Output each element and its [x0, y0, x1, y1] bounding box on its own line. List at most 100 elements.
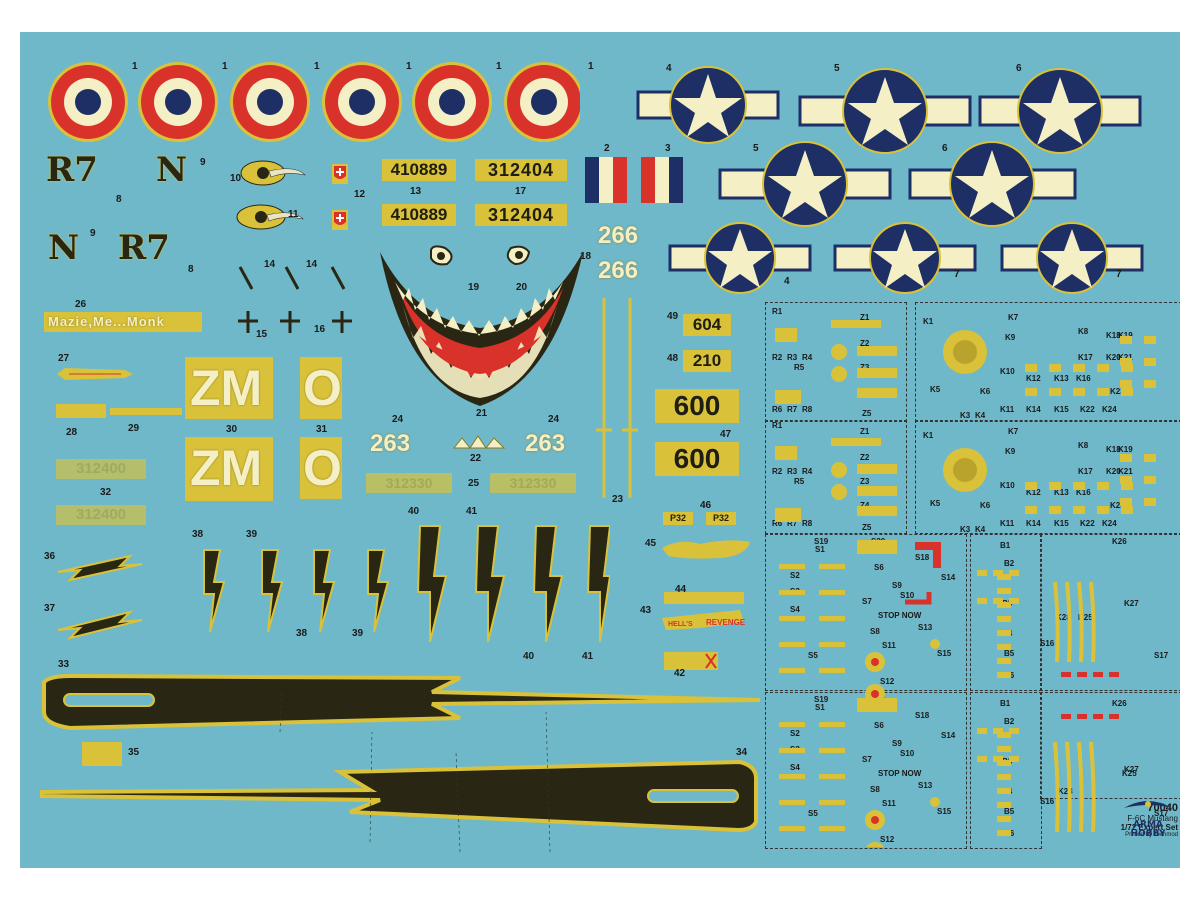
stencil-label: K17	[1078, 353, 1093, 362]
label-9: 9	[90, 228, 96, 239]
label-19: 19	[468, 282, 480, 293]
label-33: 33	[58, 659, 70, 670]
kit-set: 1/72 Expert Set	[1120, 823, 1178, 832]
stencil-label: S7	[862, 755, 872, 764]
stencil-label: S15	[937, 807, 952, 816]
hells-text: HELL'S	[668, 621, 693, 628]
stencil-label: S6	[874, 721, 884, 730]
label-46: 46	[700, 500, 712, 511]
stencil-label: Z2	[860, 339, 870, 348]
star-label: 5	[834, 63, 840, 74]
stencil-label: K28	[1058, 787, 1073, 796]
stencil-label: S18	[915, 553, 930, 562]
stencil-label: S4	[790, 605, 800, 614]
stencil-panel-k-b	[915, 420, 1180, 534]
stencil-label: S1	[815, 545, 825, 554]
stencil-label: R5	[794, 477, 805, 486]
stencil-label: K9	[1005, 333, 1016, 342]
stencil-label: K19	[1118, 331, 1133, 340]
logo-arma: ARMA	[1133, 820, 1163, 830]
stencil-label: K16	[1076, 488, 1091, 497]
label-13: 13	[410, 186, 422, 197]
stencil-label: K4	[975, 411, 986, 420]
stencil-label: S2	[790, 571, 800, 580]
label-39: 39	[352, 628, 364, 639]
zm-code-top-bg	[185, 357, 273, 419]
roundel-label: 1	[222, 61, 228, 72]
stencil-label: R2	[772, 353, 783, 362]
code-r7-bottom: R7	[118, 228, 170, 268]
stencil-label: S16	[1040, 797, 1055, 806]
stencil-label: Z3	[860, 477, 870, 486]
swiss-shields	[332, 164, 348, 230]
label-24: 24	[548, 414, 560, 425]
label-43: 43	[640, 605, 652, 616]
label-37: 37	[44, 603, 56, 614]
label-12: 12	[354, 189, 366, 200]
kit-printer: Printed by Techmod	[1125, 832, 1178, 838]
label-23: 23	[612, 494, 624, 505]
label-25: 25	[468, 478, 480, 489]
stencil-panel-rz-b	[765, 420, 907, 534]
label-20: 20	[516, 282, 528, 293]
us-stars-and-bars-group	[636, 66, 1144, 294]
stencil-label: K3	[960, 411, 971, 420]
number-600-b: 600	[655, 442, 739, 476]
stencil-label: R3	[787, 467, 798, 476]
stencil-label: B2	[1004, 717, 1015, 726]
stencil-label: Z2	[860, 453, 870, 462]
stencil-label: S15	[937, 649, 952, 658]
code-n-bottom: N	[48, 228, 80, 268]
label-30: 30	[226, 424, 238, 435]
star-label: 7	[1116, 269, 1122, 280]
nose-number-266-a: 266	[598, 222, 639, 249]
stencil-label: K21	[1118, 353, 1133, 362]
serial-312404-a: 312404	[475, 159, 567, 181]
tail-number-263-a: 263	[370, 430, 411, 457]
stencil-label: K24	[1102, 405, 1117, 414]
label-35: 35	[128, 747, 140, 758]
label-8: 8	[188, 264, 194, 275]
label-38: 38	[192, 529, 204, 540]
label-22: 22	[470, 453, 482, 464]
stencil-label: R1	[772, 421, 783, 430]
stencil-label: K13	[1054, 488, 1069, 497]
stencil-label: S19	[814, 537, 829, 546]
stencil-panel-k-a	[915, 302, 1180, 422]
french-roundels	[48, 62, 580, 142]
stencil-label: K28	[1056, 613, 1071, 622]
stencil-label: K21	[1118, 467, 1133, 476]
stencil-panel-rz-a	[765, 302, 907, 422]
star-insignia-5a	[798, 68, 972, 154]
item-29-stencil	[110, 408, 182, 415]
stencil-label: K26	[1112, 537, 1127, 546]
stencil-label: K18	[1106, 331, 1121, 340]
squadron-emblems	[236, 160, 306, 230]
arma-hobby-logo: ARMA HOBBY	[1120, 794, 1176, 856]
stencil-label: S8	[870, 785, 880, 794]
label-41: 41	[582, 651, 594, 662]
label-11: 11	[288, 209, 299, 220]
item-23-antenna-lines	[596, 298, 638, 498]
stencil-label: S10	[900, 591, 915, 600]
label-39: 39	[246, 529, 258, 540]
label-24: 24	[392, 414, 404, 425]
stencil-label: K14	[1026, 519, 1041, 528]
star-label: 6	[1016, 63, 1022, 74]
stencil-label: B2	[1004, 559, 1015, 568]
stencil-label: K10	[1000, 481, 1015, 490]
french-roundel	[412, 62, 492, 142]
stencil-label: S17	[1154, 809, 1169, 818]
stencil-label: R4	[802, 353, 813, 362]
mazie-nose-art-bg	[44, 312, 202, 332]
o-code-top: O	[303, 360, 342, 416]
stencil-label: Z1	[860, 427, 870, 436]
stencil-label: S19	[814, 695, 829, 704]
label-14: 14	[306, 259, 318, 270]
stencil-label: K17	[1078, 467, 1093, 476]
star-label: 7	[954, 269, 960, 280]
item-22-teeth	[452, 435, 506, 449]
label-31: 31	[316, 424, 328, 435]
label-48: 48	[667, 353, 679, 364]
star-insignia-7a	[833, 222, 977, 294]
